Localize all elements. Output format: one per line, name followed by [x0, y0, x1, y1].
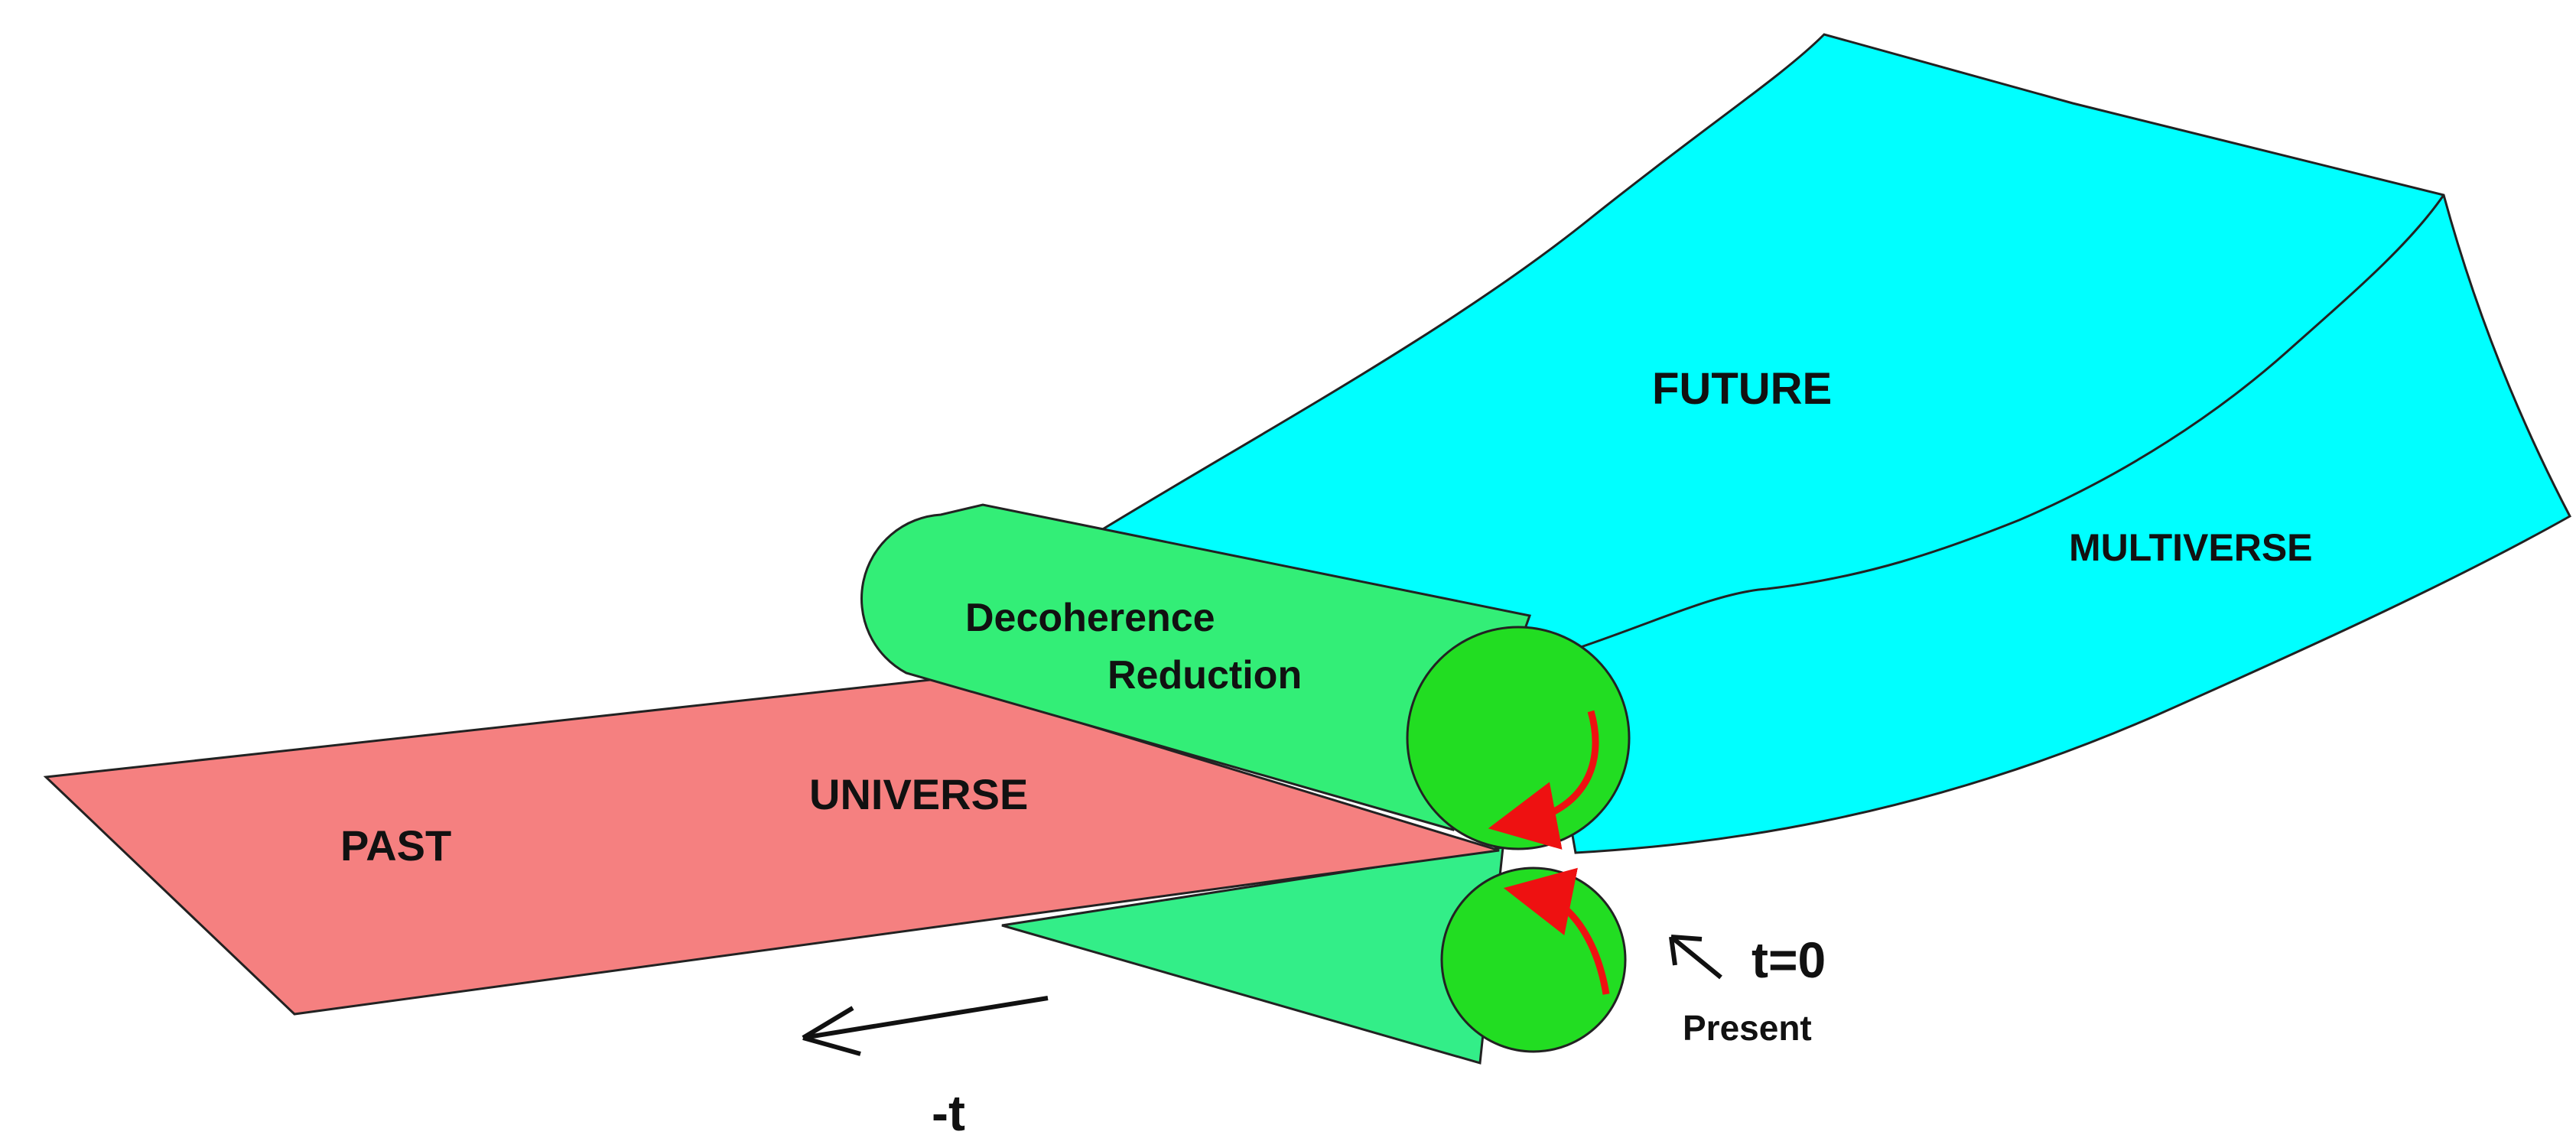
decoherence-roller-body — [860, 503, 1531, 831]
present-pointer-arrow — [1669, 935, 1722, 980]
past-universe-sheet — [43, 678, 1500, 1016]
t-zero-label: t=0 — [1751, 932, 1826, 988]
negative-time-arrow — [802, 996, 1049, 1056]
universe-label: UNIVERSE — [809, 770, 1028, 818]
past-label: PAST — [340, 821, 451, 870]
present-label: Present — [1683, 1008, 1812, 1048]
reduction-label: Reduction — [1107, 653, 1302, 697]
future-sheet-ridge — [1560, 194, 2445, 655]
multiverse-label: MULTIVERSE — [2069, 526, 2313, 569]
future-label: FUTURE — [1652, 364, 1832, 414]
negative-time-label: -t — [932, 1084, 965, 1138]
decoherence-label: Decoherence — [965, 596, 1215, 640]
upper-rotation-arrow — [1488, 710, 1599, 850]
lower-rotation-arrow — [1503, 867, 1610, 995]
